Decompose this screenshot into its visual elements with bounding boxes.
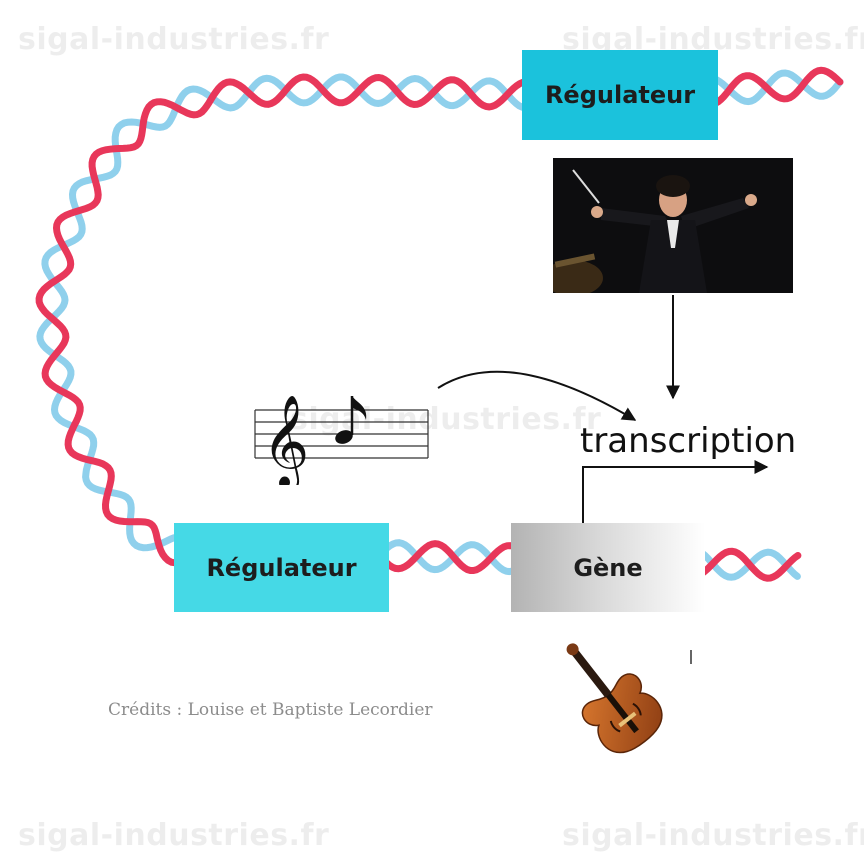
svg-text:𝄞: 𝄞 <box>262 394 309 485</box>
dna-strand-red <box>35 66 844 582</box>
violin-icon <box>566 643 663 754</box>
regulator-top-label: Régulateur <box>544 81 696 109</box>
watermark-bottom-right: sigal-industries.fr <box>562 818 864 853</box>
transcription-start-arrow <box>582 460 769 523</box>
regulator-top-box: Régulateur <box>522 50 718 140</box>
small-tick-mark <box>690 650 692 664</box>
gene-label: Gène <box>573 553 643 582</box>
credits-text: Crédits : Louise et Baptiste Lecordier <box>108 700 433 720</box>
music-staff-icon: 𝄞 <box>254 394 429 485</box>
conductor-photo <box>553 158 793 293</box>
score-to-transcription-arrow <box>437 370 637 421</box>
transcription-label: transcription <box>580 421 797 461</box>
gene-box: Gène <box>511 523 705 612</box>
watermark-top-left: sigal-industries.fr <box>18 22 330 57</box>
watermark-bottom-left: sigal-industries.fr <box>18 818 330 853</box>
regulator-bottom-box: Régulateur <box>174 523 389 612</box>
dna-strand-blue <box>36 69 844 581</box>
regulator-bottom-label: Régulateur <box>206 553 357 582</box>
